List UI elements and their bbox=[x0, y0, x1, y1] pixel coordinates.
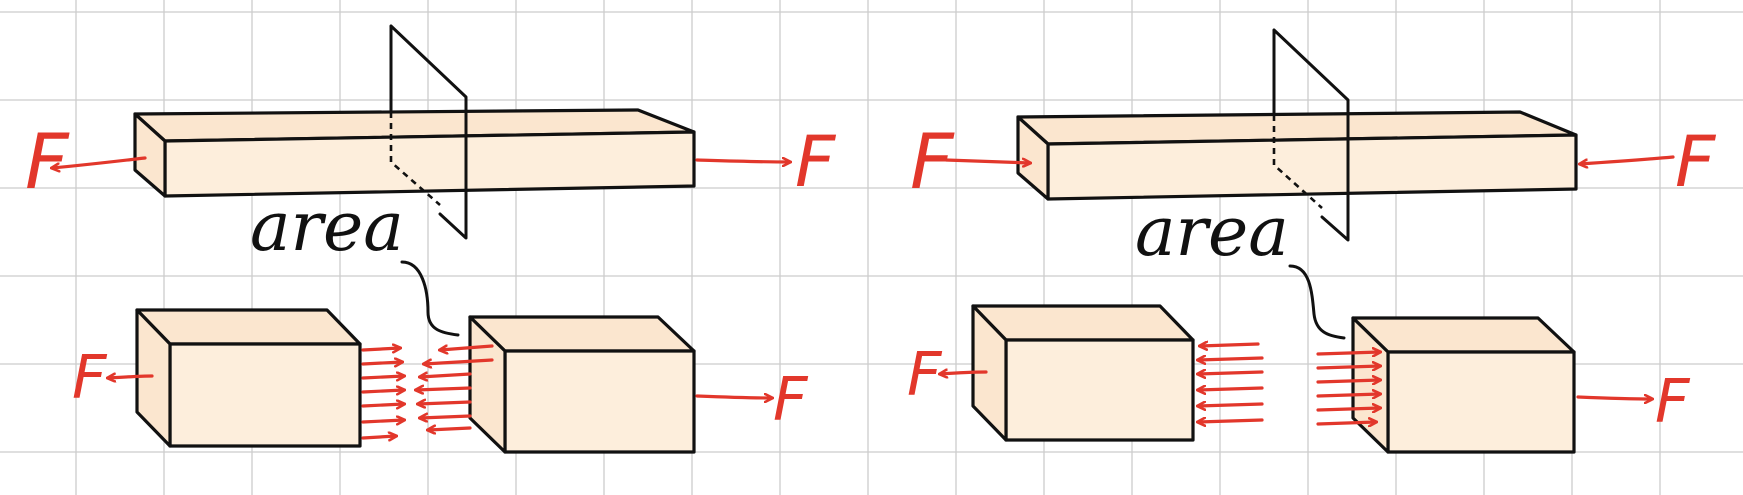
cutting-plane-front bbox=[438, 110, 468, 240]
cutting-plane-back bbox=[1272, 28, 1350, 117]
area-pointer bbox=[400, 260, 460, 337]
force-label-bottom-left: F bbox=[72, 343, 108, 413]
force-arrow-right bbox=[695, 160, 790, 162]
block-right bbox=[468, 315, 696, 454]
stress-arrows-right-block bbox=[416, 344, 494, 430]
force-arrow-bottom-left bbox=[940, 372, 988, 374]
area-pointer bbox=[1288, 264, 1346, 340]
force-arrow-left bbox=[944, 160, 1030, 163]
force-label-bottom-right: F bbox=[773, 365, 809, 435]
panel-tension: F F area F F bbox=[25, 24, 837, 454]
force-label-top-left: F bbox=[910, 117, 955, 206]
cutting-plane-hidden bbox=[1272, 115, 1323, 209]
long-bar bbox=[1016, 110, 1578, 201]
area-label: area bbox=[1135, 193, 1289, 272]
stress-arrows-right-block bbox=[1316, 352, 1380, 424]
cutting-plane-hidden bbox=[389, 112, 441, 206]
force-label-top-right: F bbox=[1675, 121, 1717, 203]
block-left bbox=[971, 304, 1195, 442]
force-label-top-left: F bbox=[25, 117, 70, 206]
force-label-bottom-right: F bbox=[1655, 367, 1691, 437]
block-right bbox=[1351, 316, 1576, 454]
force-arrow-bottom-right bbox=[695, 396, 772, 398]
force-arrow-left bbox=[52, 156, 147, 168]
stress-arrows-left-block bbox=[1198, 344, 1264, 422]
force-arrow-bottom-left bbox=[108, 376, 154, 378]
force-arrow-right bbox=[1580, 155, 1675, 164]
area-label: area bbox=[250, 188, 404, 267]
force-label-top-right: F bbox=[795, 121, 837, 203]
cutting-plane-front bbox=[1320, 113, 1350, 242]
force-label-bottom-left: F bbox=[907, 340, 943, 410]
force-arrow-bottom-right bbox=[1576, 397, 1652, 399]
block-left bbox=[135, 308, 362, 448]
stress-arrows-left-block bbox=[361, 348, 404, 438]
long-bar bbox=[133, 108, 696, 198]
panel-compression: F F area F F bbox=[907, 28, 1717, 454]
cutting-plane-back bbox=[389, 24, 468, 114]
